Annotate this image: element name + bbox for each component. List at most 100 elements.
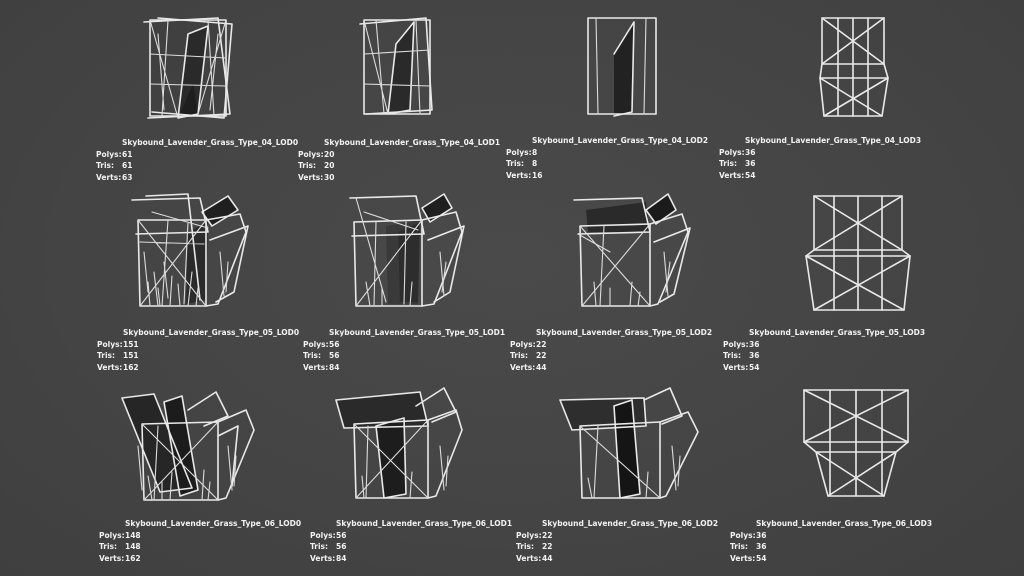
polys-label: Polys: bbox=[96, 149, 122, 159]
polys-value: 56 bbox=[336, 530, 347, 540]
verts-value: 54 bbox=[749, 362, 760, 372]
verts-value: 30 bbox=[324, 172, 335, 182]
polys-label: Polys: bbox=[516, 530, 542, 540]
verts-label: Verts: bbox=[99, 553, 125, 563]
verts-value: 84 bbox=[336, 553, 347, 563]
verts-value: 44 bbox=[536, 362, 547, 372]
polys-value: 36 bbox=[756, 530, 767, 540]
verts-value: 16 bbox=[532, 170, 543, 180]
polys-label: Polys: bbox=[99, 530, 125, 540]
polys-value: 56 bbox=[329, 339, 340, 349]
polys-value: 22 bbox=[542, 530, 553, 540]
tris-value: 22 bbox=[542, 542, 553, 551]
tris-value: 36 bbox=[745, 159, 756, 168]
tris-label: Tris: bbox=[723, 351, 742, 360]
polys-value: 20 bbox=[324, 149, 335, 159]
tris-label: Tris: bbox=[96, 161, 115, 170]
polys-label: Polys: bbox=[310, 530, 336, 540]
verts-value: 54 bbox=[745, 170, 756, 180]
tris-label: Tris: bbox=[510, 351, 529, 360]
mesh-type06-lod2[interactable] bbox=[558, 386, 700, 504]
polys-label: Polys: bbox=[510, 339, 536, 349]
model-name: Skybound_Lavender_Grass_Type_05_LOD0 bbox=[123, 328, 300, 337]
model-info-type05-lod3: Skybound_Lavender_Grass_Type_05_LOD3 Pol… bbox=[723, 327, 925, 373]
tris-value: 36 bbox=[749, 351, 760, 360]
tris-label: Tris: bbox=[97, 351, 116, 360]
mesh-type06-lod3[interactable] bbox=[800, 388, 912, 500]
verts-label: Verts: bbox=[506, 170, 532, 180]
model-name: Skybound_Lavender_Grass_Type_06_LOD3 bbox=[756, 519, 933, 528]
polys-value: 36 bbox=[745, 147, 756, 157]
verts-value: 63 bbox=[122, 172, 133, 182]
mesh-type04-lod1[interactable] bbox=[356, 14, 436, 118]
model-info-type05-lod1: Skybound_Lavender_Grass_Type_05_LOD1 Pol… bbox=[303, 327, 505, 373]
verts-label: Verts: bbox=[96, 172, 122, 182]
model-name: Skybound_Lavender_Grass_Type_05_LOD2 bbox=[536, 328, 713, 337]
model-name: Skybound_Lavender_Grass_Type_04_LOD0 bbox=[122, 138, 299, 147]
model-info-type04-lod1: Skybound_Lavender_Grass_Type_04_LOD1 Pol… bbox=[298, 137, 500, 183]
verts-value: 54 bbox=[756, 553, 767, 563]
model-info-type04-lod3: Skybound_Lavender_Grass_Type_04_LOD3 Pol… bbox=[719, 135, 921, 181]
tris-value: 56 bbox=[336, 542, 347, 551]
mesh-type04-lod2[interactable] bbox=[584, 14, 660, 118]
tris-value: 148 bbox=[125, 542, 141, 551]
polys-value: 36 bbox=[749, 339, 760, 349]
verts-label: Verts: bbox=[510, 362, 536, 372]
model-info-type06-lod3: Skybound_Lavender_Grass_Type_06_LOD3 Pol… bbox=[730, 518, 932, 564]
polys-label: Polys: bbox=[506, 147, 532, 157]
tris-label: Tris: bbox=[303, 351, 322, 360]
verts-value: 162 bbox=[125, 553, 141, 563]
polys-label: Polys: bbox=[723, 339, 749, 349]
polys-label: Polys: bbox=[298, 149, 324, 159]
mesh-type04-lod3[interactable] bbox=[818, 16, 889, 120]
polys-label: Polys: bbox=[730, 530, 756, 540]
model-name: Skybound_Lavender_Grass_Type_06_LOD0 bbox=[125, 519, 302, 528]
model-info-type06-lod0: Skybound_Lavender_Grass_Type_06_LOD0 Pol… bbox=[99, 518, 301, 564]
tris-value: 61 bbox=[122, 161, 133, 170]
tris-value: 151 bbox=[123, 351, 139, 360]
tris-label: Tris: bbox=[730, 542, 749, 551]
polys-value: 148 bbox=[125, 530, 141, 540]
verts-label: Verts: bbox=[516, 553, 542, 563]
polys-label: Polys: bbox=[97, 339, 123, 349]
verts-value: 84 bbox=[329, 362, 340, 372]
model-name: Skybound_Lavender_Grass_Type_05_LOD3 bbox=[749, 328, 926, 337]
verts-value: 44 bbox=[542, 553, 553, 563]
tris-value: 20 bbox=[324, 161, 335, 170]
model-name: Skybound_Lavender_Grass_Type_06_LOD2 bbox=[542, 519, 719, 528]
verts-label: Verts: bbox=[719, 170, 745, 180]
mesh-type05-lod2[interactable] bbox=[570, 192, 692, 310]
verts-label: Verts: bbox=[310, 553, 336, 563]
tris-label: Tris: bbox=[310, 542, 329, 551]
tris-value: 36 bbox=[756, 542, 767, 551]
tris-label: Tris: bbox=[506, 159, 525, 168]
model-info-type05-lod2: Skybound_Lavender_Grass_Type_05_LOD2 Pol… bbox=[510, 327, 712, 373]
mesh-type05-lod1[interactable] bbox=[346, 192, 468, 310]
model-info-type04-lod2: Skybound_Lavender_Grass_Type_04_LOD2 Pol… bbox=[506, 135, 708, 181]
model-name: Skybound_Lavender_Grass_Type_05_LOD1 bbox=[329, 328, 506, 337]
polys-value: 8 bbox=[532, 147, 538, 157]
tris-value: 22 bbox=[536, 351, 547, 360]
tris-label: Tris: bbox=[719, 159, 738, 168]
verts-label: Verts: bbox=[723, 362, 749, 372]
model-info-type06-lod2: Skybound_Lavender_Grass_Type_06_LOD2 Pol… bbox=[516, 518, 718, 564]
polys-value: 61 bbox=[122, 149, 133, 159]
model-info-type05-lod0: Skybound_Lavender_Grass_Type_05_LOD0 Pol… bbox=[97, 327, 299, 373]
mesh-type05-lod0[interactable] bbox=[128, 192, 254, 310]
tris-label: Tris: bbox=[99, 542, 118, 551]
tris-value: 56 bbox=[329, 351, 340, 360]
mesh-type05-lod3[interactable] bbox=[804, 194, 912, 314]
mesh-type04-lod0[interactable] bbox=[138, 14, 238, 120]
model-name: Skybound_Lavender_Grass_Type_06_LOD1 bbox=[336, 519, 513, 528]
mesh-type06-lod1[interactable] bbox=[332, 386, 464, 502]
model-info-type06-lod1: Skybound_Lavender_Grass_Type_06_LOD1 Pol… bbox=[310, 518, 512, 564]
tris-label: Tris: bbox=[298, 161, 317, 170]
polys-label: Polys: bbox=[719, 147, 745, 157]
polys-value: 151 bbox=[123, 339, 139, 349]
mesh-type06-lod0[interactable] bbox=[118, 386, 256, 504]
model-name: Skybound_Lavender_Grass_Type_04_LOD3 bbox=[745, 136, 922, 145]
verts-label: Verts: bbox=[303, 362, 329, 372]
verts-label: Verts: bbox=[730, 553, 756, 563]
tris-label: Tris: bbox=[516, 542, 535, 551]
